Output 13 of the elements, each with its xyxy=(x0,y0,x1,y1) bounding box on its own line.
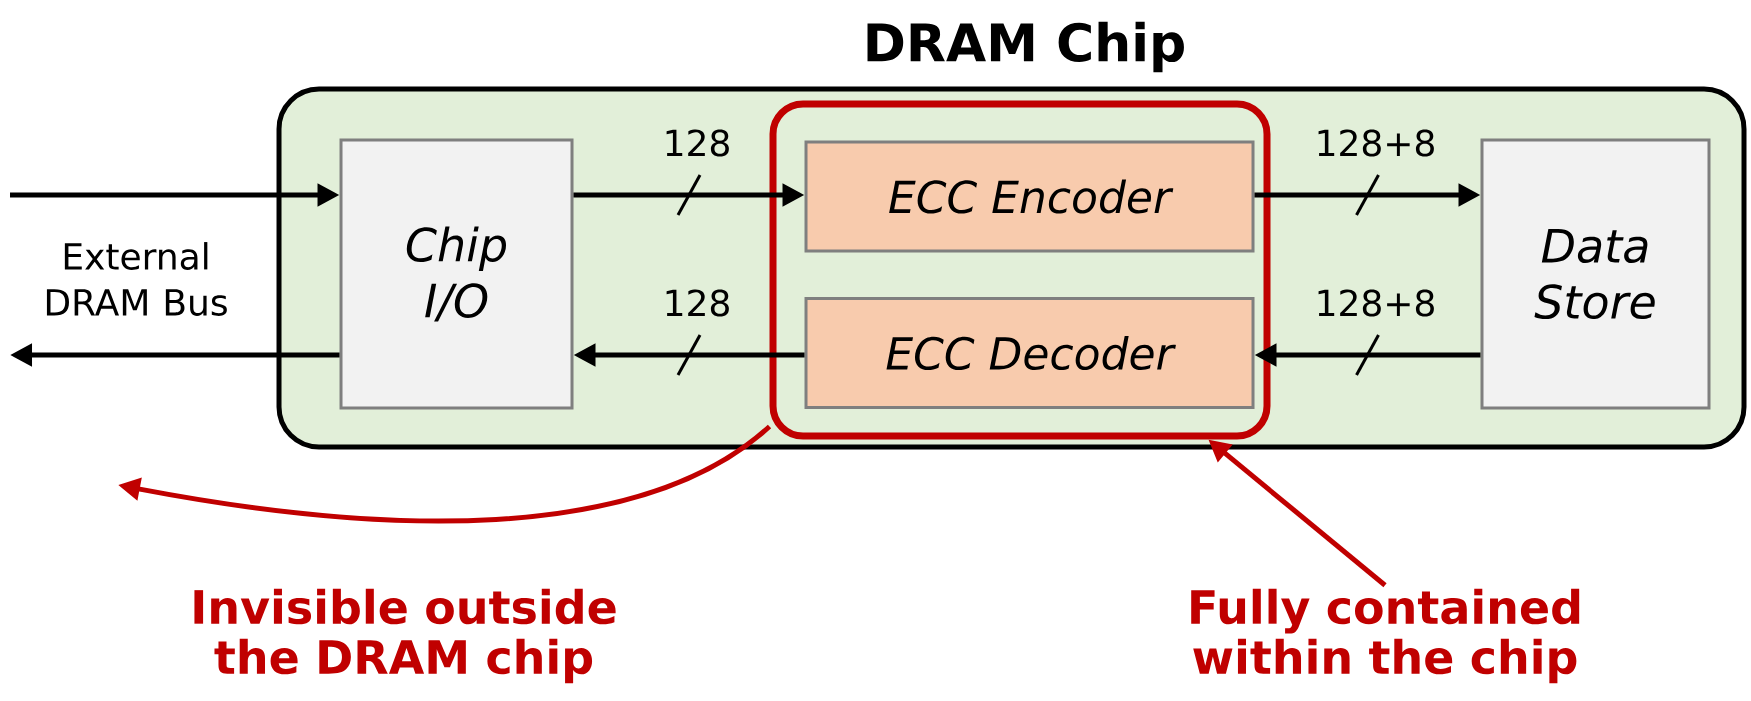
group-outline xyxy=(769,100,1271,440)
edge-label: 128+8 xyxy=(1318,129,1434,157)
ecc-box: ECC Decoder xyxy=(804,297,1255,409)
edge-label: 128 xyxy=(666,289,729,317)
edge-label: 128+8 xyxy=(1318,289,1434,317)
title: DRAM Chip xyxy=(867,21,1184,73)
callout-text: Fully contained within the chip xyxy=(1191,588,1580,684)
callout-text: Invisible outside the DRAM chip xyxy=(194,588,616,684)
ecc-box: ECC Encoder xyxy=(804,140,1255,253)
edge-label: 128 xyxy=(666,129,729,157)
block-box: Chip I/O xyxy=(339,138,574,410)
block-box: Data Store xyxy=(1480,138,1711,410)
side-label: External DRAM Bus xyxy=(46,242,227,316)
